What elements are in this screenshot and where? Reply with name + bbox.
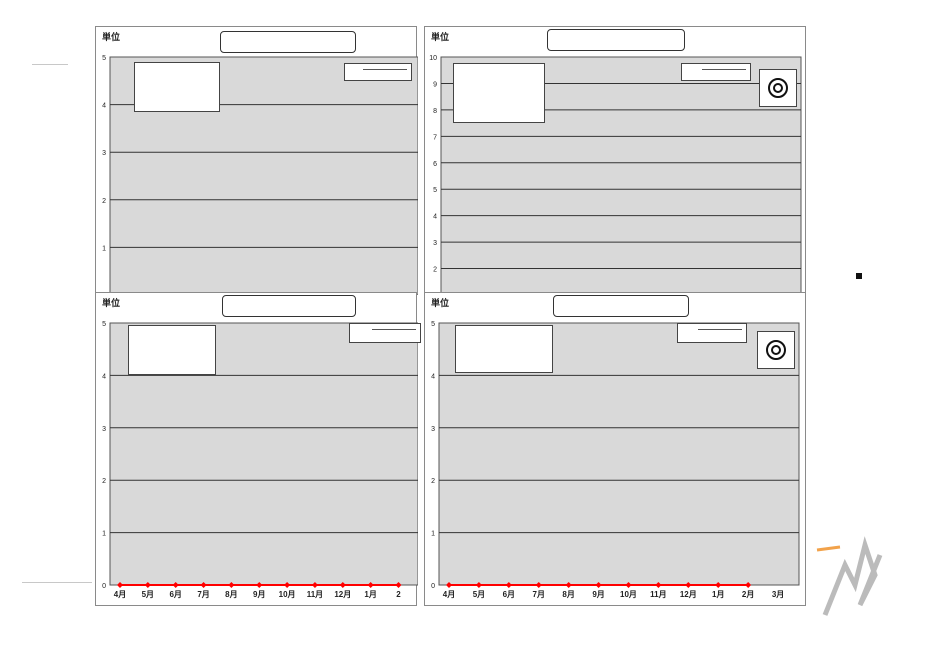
data-point bbox=[200, 582, 207, 588]
divider-line bbox=[32, 64, 68, 65]
y-tick-label: 1 bbox=[102, 245, 106, 252]
data-point bbox=[172, 582, 179, 588]
x-tick-label: 11月 bbox=[307, 590, 323, 599]
y-tick-label: 1 bbox=[431, 531, 435, 538]
x-tick-label: 10月 bbox=[279, 590, 296, 599]
y-tick-label: 5 bbox=[433, 187, 437, 194]
data-point bbox=[505, 582, 512, 588]
y-tick-label: 1 bbox=[102, 531, 106, 538]
data-point bbox=[144, 582, 151, 588]
data-point bbox=[745, 582, 752, 588]
chart-title-box bbox=[547, 29, 685, 51]
x-tick-label: 6月 bbox=[503, 590, 515, 599]
x-tick-label: 7月 bbox=[533, 590, 545, 599]
legend-box bbox=[134, 62, 220, 112]
note-box bbox=[349, 323, 421, 343]
data-point bbox=[339, 582, 346, 588]
x-tick-label: 2 bbox=[396, 590, 401, 599]
y-tick-label: 2 bbox=[431, 478, 435, 485]
y-tick-label: 4 bbox=[102, 103, 106, 110]
data-point bbox=[535, 582, 542, 588]
chart-plot: 0 1 2 3 4 5 4月 5月 6月 7月 8月 9月 10月 11月 12月 1月 2 bbox=[102, 321, 418, 599]
x-tick-label: 12月 bbox=[334, 590, 351, 599]
y-tick-label: 4 bbox=[433, 214, 437, 221]
chart-panel-bottom-left: 単位 0 1 2 3 4 5 4月 5月 6月 7月 8月 9月 10月 11月 12月 1月 2 bbox=[95, 292, 421, 606]
y-tick-label: 2 bbox=[433, 267, 437, 274]
target-mark-icon bbox=[759, 69, 797, 107]
data-point bbox=[311, 582, 318, 588]
x-tick-label: 1月 bbox=[712, 590, 724, 599]
x-tick-label: 2月 bbox=[742, 590, 754, 599]
x-tick-label: 10月 bbox=[620, 590, 637, 599]
x-tick-label: 3月 bbox=[772, 590, 784, 599]
data-point bbox=[475, 582, 482, 588]
data-point bbox=[117, 582, 123, 588]
y-tick-label: 2 bbox=[102, 478, 106, 485]
x-tick-label: 7月 bbox=[197, 590, 209, 599]
data-point bbox=[715, 582, 722, 588]
unit-label: 単位 bbox=[431, 32, 450, 42]
x-tick-label: 6月 bbox=[169, 590, 181, 599]
bullet-square bbox=[856, 273, 862, 279]
legend-box bbox=[453, 63, 545, 123]
data-point bbox=[395, 582, 402, 588]
unit-label: 単位 bbox=[102, 298, 121, 308]
data-point bbox=[685, 582, 692, 588]
x-tick-label: 1月 bbox=[364, 590, 376, 599]
x-tick-label: 11月 bbox=[650, 590, 666, 599]
note-box bbox=[677, 323, 747, 343]
data-point bbox=[228, 582, 235, 588]
x-tick-label: 9月 bbox=[253, 590, 265, 599]
y-tick-label: 7 bbox=[433, 134, 437, 141]
note-box bbox=[344, 63, 412, 81]
unit-label: 単位 bbox=[431, 298, 450, 308]
y-tick-label: 5 bbox=[102, 55, 106, 62]
y-tick-label: 3 bbox=[431, 426, 435, 433]
y-tick-label: 5 bbox=[431, 321, 435, 328]
y-tick-label: 3 bbox=[433, 240, 437, 247]
x-tick-label: 8月 bbox=[225, 590, 237, 599]
data-point bbox=[256, 582, 263, 588]
y-tick-label: 9 bbox=[433, 81, 437, 88]
target-mark-icon bbox=[757, 331, 795, 369]
data-point bbox=[565, 582, 572, 588]
y-tick-label: 5 bbox=[102, 321, 106, 328]
chart-title-box bbox=[222, 295, 356, 317]
data-point bbox=[367, 582, 374, 588]
legend-box bbox=[455, 325, 553, 373]
x-tick-label: 5月 bbox=[473, 590, 485, 599]
unit-label: 単位 bbox=[102, 32, 121, 42]
chart-title-box bbox=[220, 31, 356, 53]
x-tick-label: 12月 bbox=[680, 590, 697, 599]
y-tick-label: 0 bbox=[102, 583, 106, 590]
y-tick-label: 4 bbox=[431, 373, 435, 380]
chart-panel-bottom-right: 単位 0 1 2 3 4 5 4月 5月 6月 7月 8月 9月 10月 11月 12月 1月 2月 3月 bbox=[424, 292, 806, 606]
data-point bbox=[446, 582, 452, 588]
data-point bbox=[595, 582, 602, 588]
legend-box bbox=[128, 325, 216, 375]
data-point bbox=[655, 582, 662, 588]
chart-panel-top-right: 単位 12345678910 bbox=[424, 26, 806, 295]
y-tick-label: 3 bbox=[102, 426, 106, 433]
x-tick-label: 9月 bbox=[592, 590, 604, 599]
data-point bbox=[284, 582, 291, 588]
scribble-mark bbox=[816, 536, 883, 616]
y-tick-label: 0 bbox=[431, 583, 435, 590]
note-box bbox=[681, 63, 751, 81]
data-point bbox=[625, 582, 632, 588]
y-tick-label: 10 bbox=[429, 55, 437, 62]
y-tick-label: 2 bbox=[102, 198, 106, 205]
chart-title-box bbox=[553, 295, 689, 317]
y-tick-label: 3 bbox=[102, 150, 106, 157]
y-tick-label: 6 bbox=[433, 161, 437, 168]
x-tick-label: 5月 bbox=[142, 590, 154, 599]
x-tick-label: 8月 bbox=[562, 590, 574, 599]
y-tick-label: 8 bbox=[433, 108, 437, 115]
x-tick-label: 4月 bbox=[114, 590, 126, 599]
y-tick-label: 4 bbox=[102, 373, 106, 380]
divider-line bbox=[22, 582, 92, 583]
x-tick-label: 4月 bbox=[443, 590, 455, 599]
